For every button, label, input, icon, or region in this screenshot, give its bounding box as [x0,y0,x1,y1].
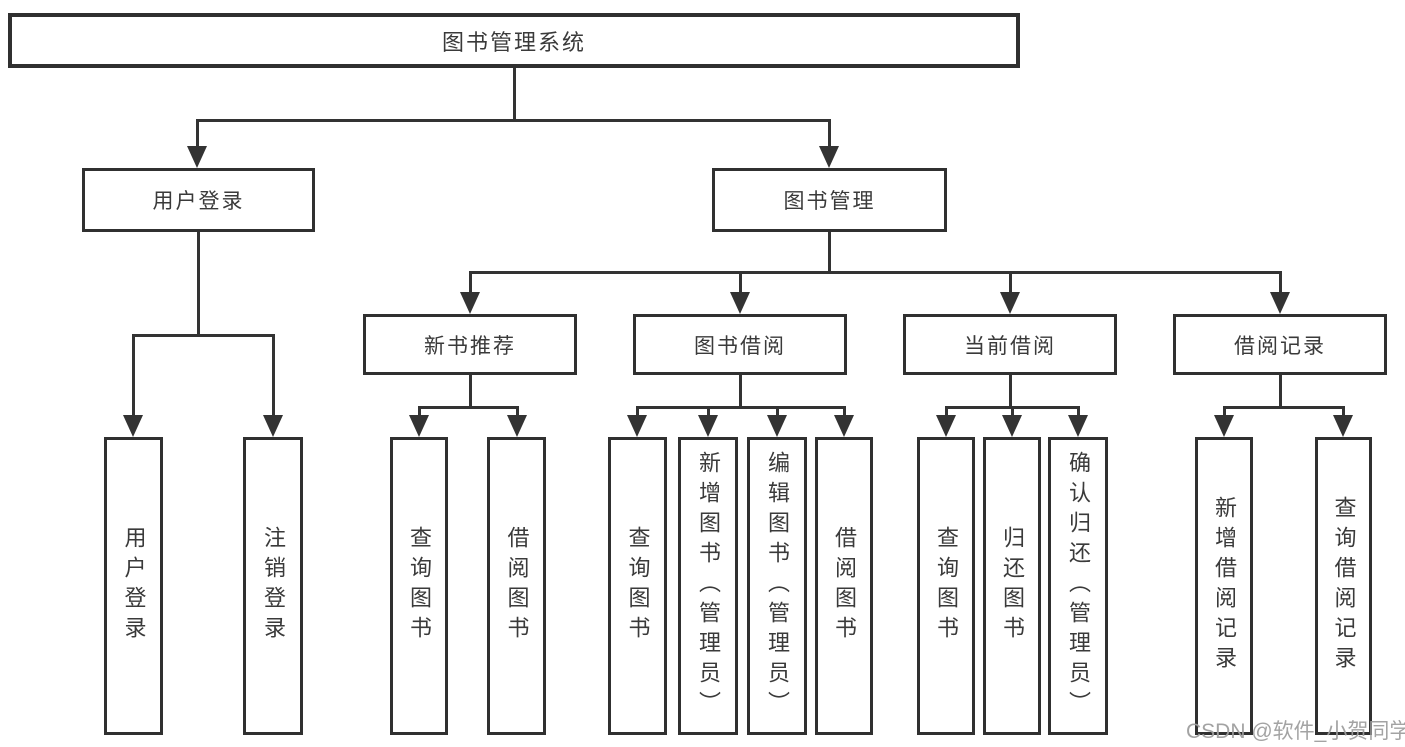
connector-line [843,406,846,417]
node-label: 确认归还（管理员） [1066,451,1091,721]
connector-line [739,271,742,294]
connector-line [513,68,516,119]
arrow-down-icon [1068,415,1088,437]
node-user-login: 用户登录 [82,168,315,232]
connector-line [707,406,710,417]
connector-line [516,406,519,417]
leaf-add-book-admin: 新增图书（管理员） [678,437,738,735]
node-label: 当前借阅 [964,334,1056,358]
node-label: 查询图书 [934,526,959,646]
arrow-down-icon [1214,415,1234,437]
connector-line [469,375,472,408]
arrow-down-icon [936,415,956,437]
connector-line [469,271,1282,274]
arrow-down-icon [1002,415,1022,437]
node-label: 借阅记录 [1234,334,1326,358]
node-label: 用户登录 [121,526,147,646]
arrow-down-icon [767,415,787,437]
arrow-down-icon [627,415,647,437]
leaf-add-borrow-record: 新增借阅记录 [1195,437,1253,735]
arrow-down-icon [819,146,839,168]
connector-line [418,406,519,409]
arrow-down-icon [409,415,429,437]
connector-line [776,406,779,417]
arrow-down-icon [187,146,207,168]
node-borrowing-records: 借阅记录 [1173,314,1387,375]
connector-line [197,232,200,337]
node-book-management: 图书管理 [712,168,947,232]
leaf-edit-book-admin: 编辑图书（管理员） [747,437,807,735]
leaf-query-books-current: 查询图书 [917,437,975,735]
arrow-down-icon [1270,292,1290,314]
node-label: 借阅图书 [832,526,857,646]
arrow-down-icon [123,415,143,437]
connector-line [469,271,472,294]
connector-line [636,406,639,417]
connector-line [1009,375,1012,408]
connector-line [418,406,421,417]
connector-line [945,406,948,417]
connector-line [196,119,830,122]
watermark: CSDN @软件_小贺同学 [1186,720,1405,743]
arrow-down-icon [507,415,527,437]
connector-line [1279,375,1282,408]
connector-line [132,334,135,417]
node-label: 图书管理 [783,190,876,213]
connector-line [1009,271,1012,294]
arrow-down-icon [834,415,854,437]
connector-line [132,334,275,337]
leaf-borrow-books-recommend: 借阅图书 [487,437,546,735]
node-label: 新增图书（管理员） [696,451,721,721]
leaf-query-books-recommend: 查询图书 [390,437,448,735]
leaf-borrow-books: 借阅图书 [815,437,873,735]
connector-line [1279,271,1282,294]
arrow-down-icon [698,415,718,437]
connector-line [272,334,275,417]
node-label: 新书推荐 [424,334,516,358]
connector-line [1011,406,1014,417]
connector-line [828,232,831,273]
node-new-book-recommendation: 新书推荐 [363,314,577,375]
leaf-user-login: 用户登录 [104,437,163,735]
node-label: 编辑图书（管理员） [765,451,790,721]
arrow-down-icon [730,292,750,314]
node-label: 查询图书 [625,526,651,646]
leaf-query-borrow-record: 查询借阅记录 [1315,437,1372,735]
arrow-down-icon [1333,415,1353,437]
node-label: 查询借阅记录 [1331,496,1357,676]
node-current-borrowing: 当前借阅 [903,314,1117,375]
node-label: 归还图书 [1000,526,1025,646]
connector-line [636,406,846,409]
connector-line [1077,406,1080,417]
node-label: 注销登录 [261,526,286,646]
node-label: 图书管理系统 [441,29,586,55]
connector-line [739,375,742,408]
node-label: 用户登录 [152,190,245,213]
node-label: 图书借阅 [694,334,786,358]
leaf-logout: 注销登录 [243,437,303,735]
node-label: 新增借阅记录 [1212,496,1237,676]
arrow-down-icon [263,415,283,437]
connector-line [1223,406,1345,409]
arrow-down-icon [1000,292,1020,314]
node-book-borrowing: 图书借阅 [633,314,847,375]
node-label: 借阅图书 [504,526,530,646]
arrow-down-icon [460,292,480,314]
node-library-management-system: 图书管理系统 [8,13,1020,68]
leaf-confirm-return-admin: 确认归还（管理员） [1048,437,1108,735]
leaf-return-book: 归还图书 [983,437,1041,735]
connector-line [196,119,199,149]
node-label: 查询图书 [407,526,432,646]
connector-line [828,119,831,149]
connector-line [1223,406,1226,417]
connector-line [1342,406,1345,417]
leaf-query-books-borrow: 查询图书 [608,437,667,735]
